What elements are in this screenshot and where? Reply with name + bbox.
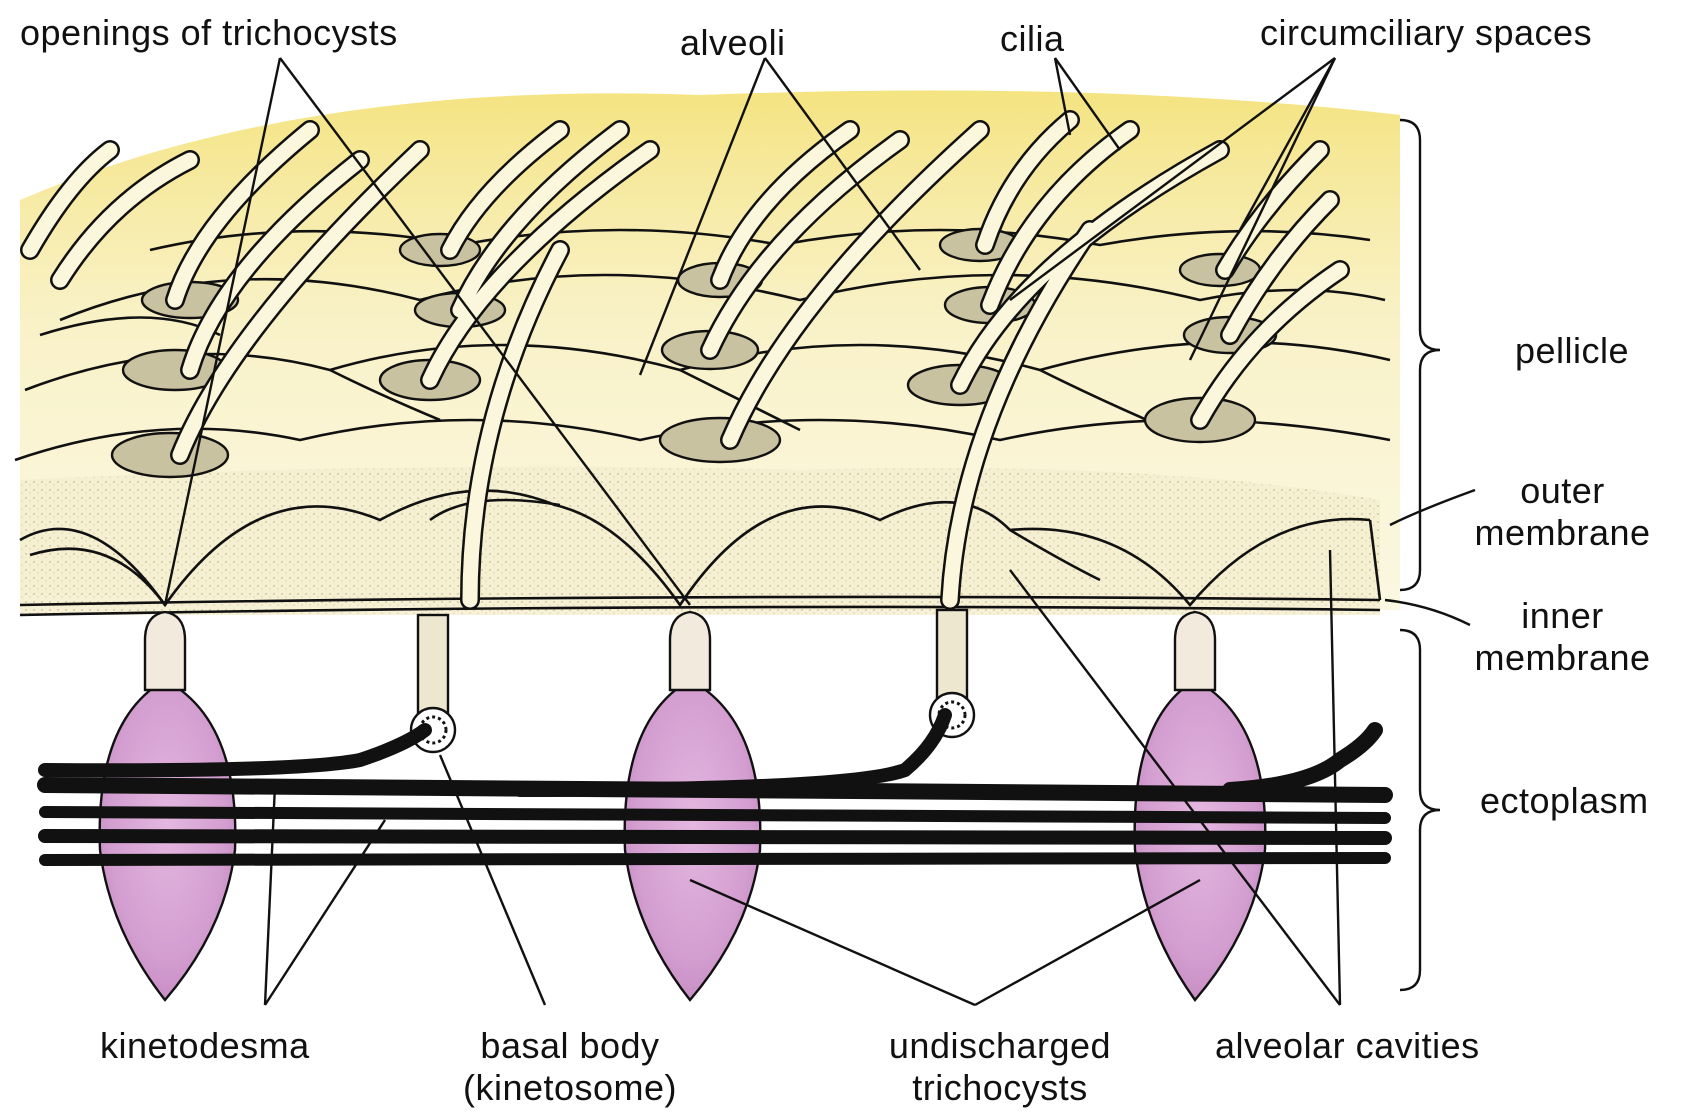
label-undischarged-line2: trichocysts bbox=[850, 1067, 1150, 1109]
label-outer-membrane-line1: outer bbox=[1455, 470, 1670, 512]
label-outer-membrane-line2: membrane bbox=[1455, 512, 1670, 554]
label-outer-membrane: outer membrane bbox=[1455, 470, 1670, 554]
label-undischarged-trichocysts: undischarged trichocysts bbox=[850, 1025, 1150, 1109]
label-inner-membrane-line2: membrane bbox=[1455, 637, 1670, 679]
label-basal-body-line2: (kinetosome) bbox=[430, 1067, 710, 1109]
label-openings-of-trichocysts: openings of trichocysts bbox=[20, 12, 398, 54]
label-basal-body: basal body (kinetosome) bbox=[430, 1025, 710, 1109]
label-ectoplasm: ectoplasm bbox=[1480, 780, 1649, 822]
label-inner-membrane: inner membrane bbox=[1455, 595, 1670, 679]
label-pellicle: pellicle bbox=[1515, 330, 1629, 372]
label-basal-body-line1: basal body bbox=[430, 1025, 710, 1067]
label-alveoli: alveoli bbox=[680, 22, 786, 64]
label-inner-membrane-line1: inner bbox=[1455, 595, 1670, 637]
label-cilia: cilia bbox=[1000, 18, 1065, 60]
label-kinetodesma: kinetodesma bbox=[100, 1025, 310, 1067]
label-undischarged-line1: undischarged bbox=[850, 1025, 1150, 1067]
label-circumciliary-spaces: circumciliary spaces bbox=[1260, 12, 1592, 54]
label-alveolar-cavities: alveolar cavities bbox=[1215, 1025, 1480, 1067]
